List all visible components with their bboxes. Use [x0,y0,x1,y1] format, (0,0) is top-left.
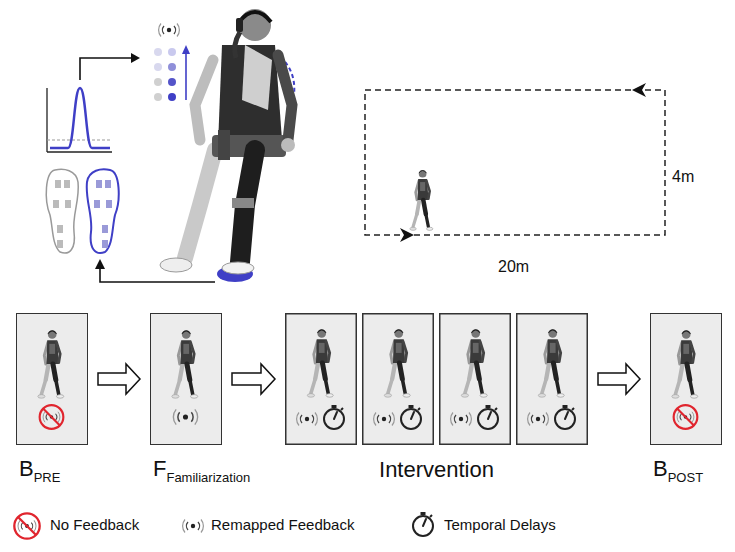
flow-arrow [232,364,275,394]
condition-subscript: POST [668,470,703,485]
condition-subscript: Familiarization [166,470,250,485]
legend-text: Remapped Feedback [211,516,354,533]
condition-panel: BPOST [650,313,722,445]
condition-label: BPRE [19,456,60,485]
condition-panel: FFamiliarization [150,313,222,445]
legend-text: Temporal Delays [444,516,556,533]
intervention-group: Intervention [285,313,588,445]
panel-illustration [17,314,87,444]
condition-label: FFamiliarization [153,456,250,485]
panel-illustration [651,314,721,444]
condition-label: Intervention [285,457,588,483]
dimension-label: 4m [672,168,694,186]
flow-arrow [98,364,140,394]
condition-panel: BPRE [16,313,88,445]
panel-illustration [285,313,588,445]
flow-arrow [598,364,640,394]
condition-name: B [653,456,668,481]
condition-subscript: PRE [34,470,61,485]
panel-illustration [151,314,221,444]
condition-name: B [19,456,34,481]
dimension-label: 20m [498,258,529,276]
legend-text: No Feedback [50,516,139,533]
condition-name: F [153,456,166,481]
condition-label: BPOST [653,456,703,485]
condition-name: Intervention [379,457,494,482]
